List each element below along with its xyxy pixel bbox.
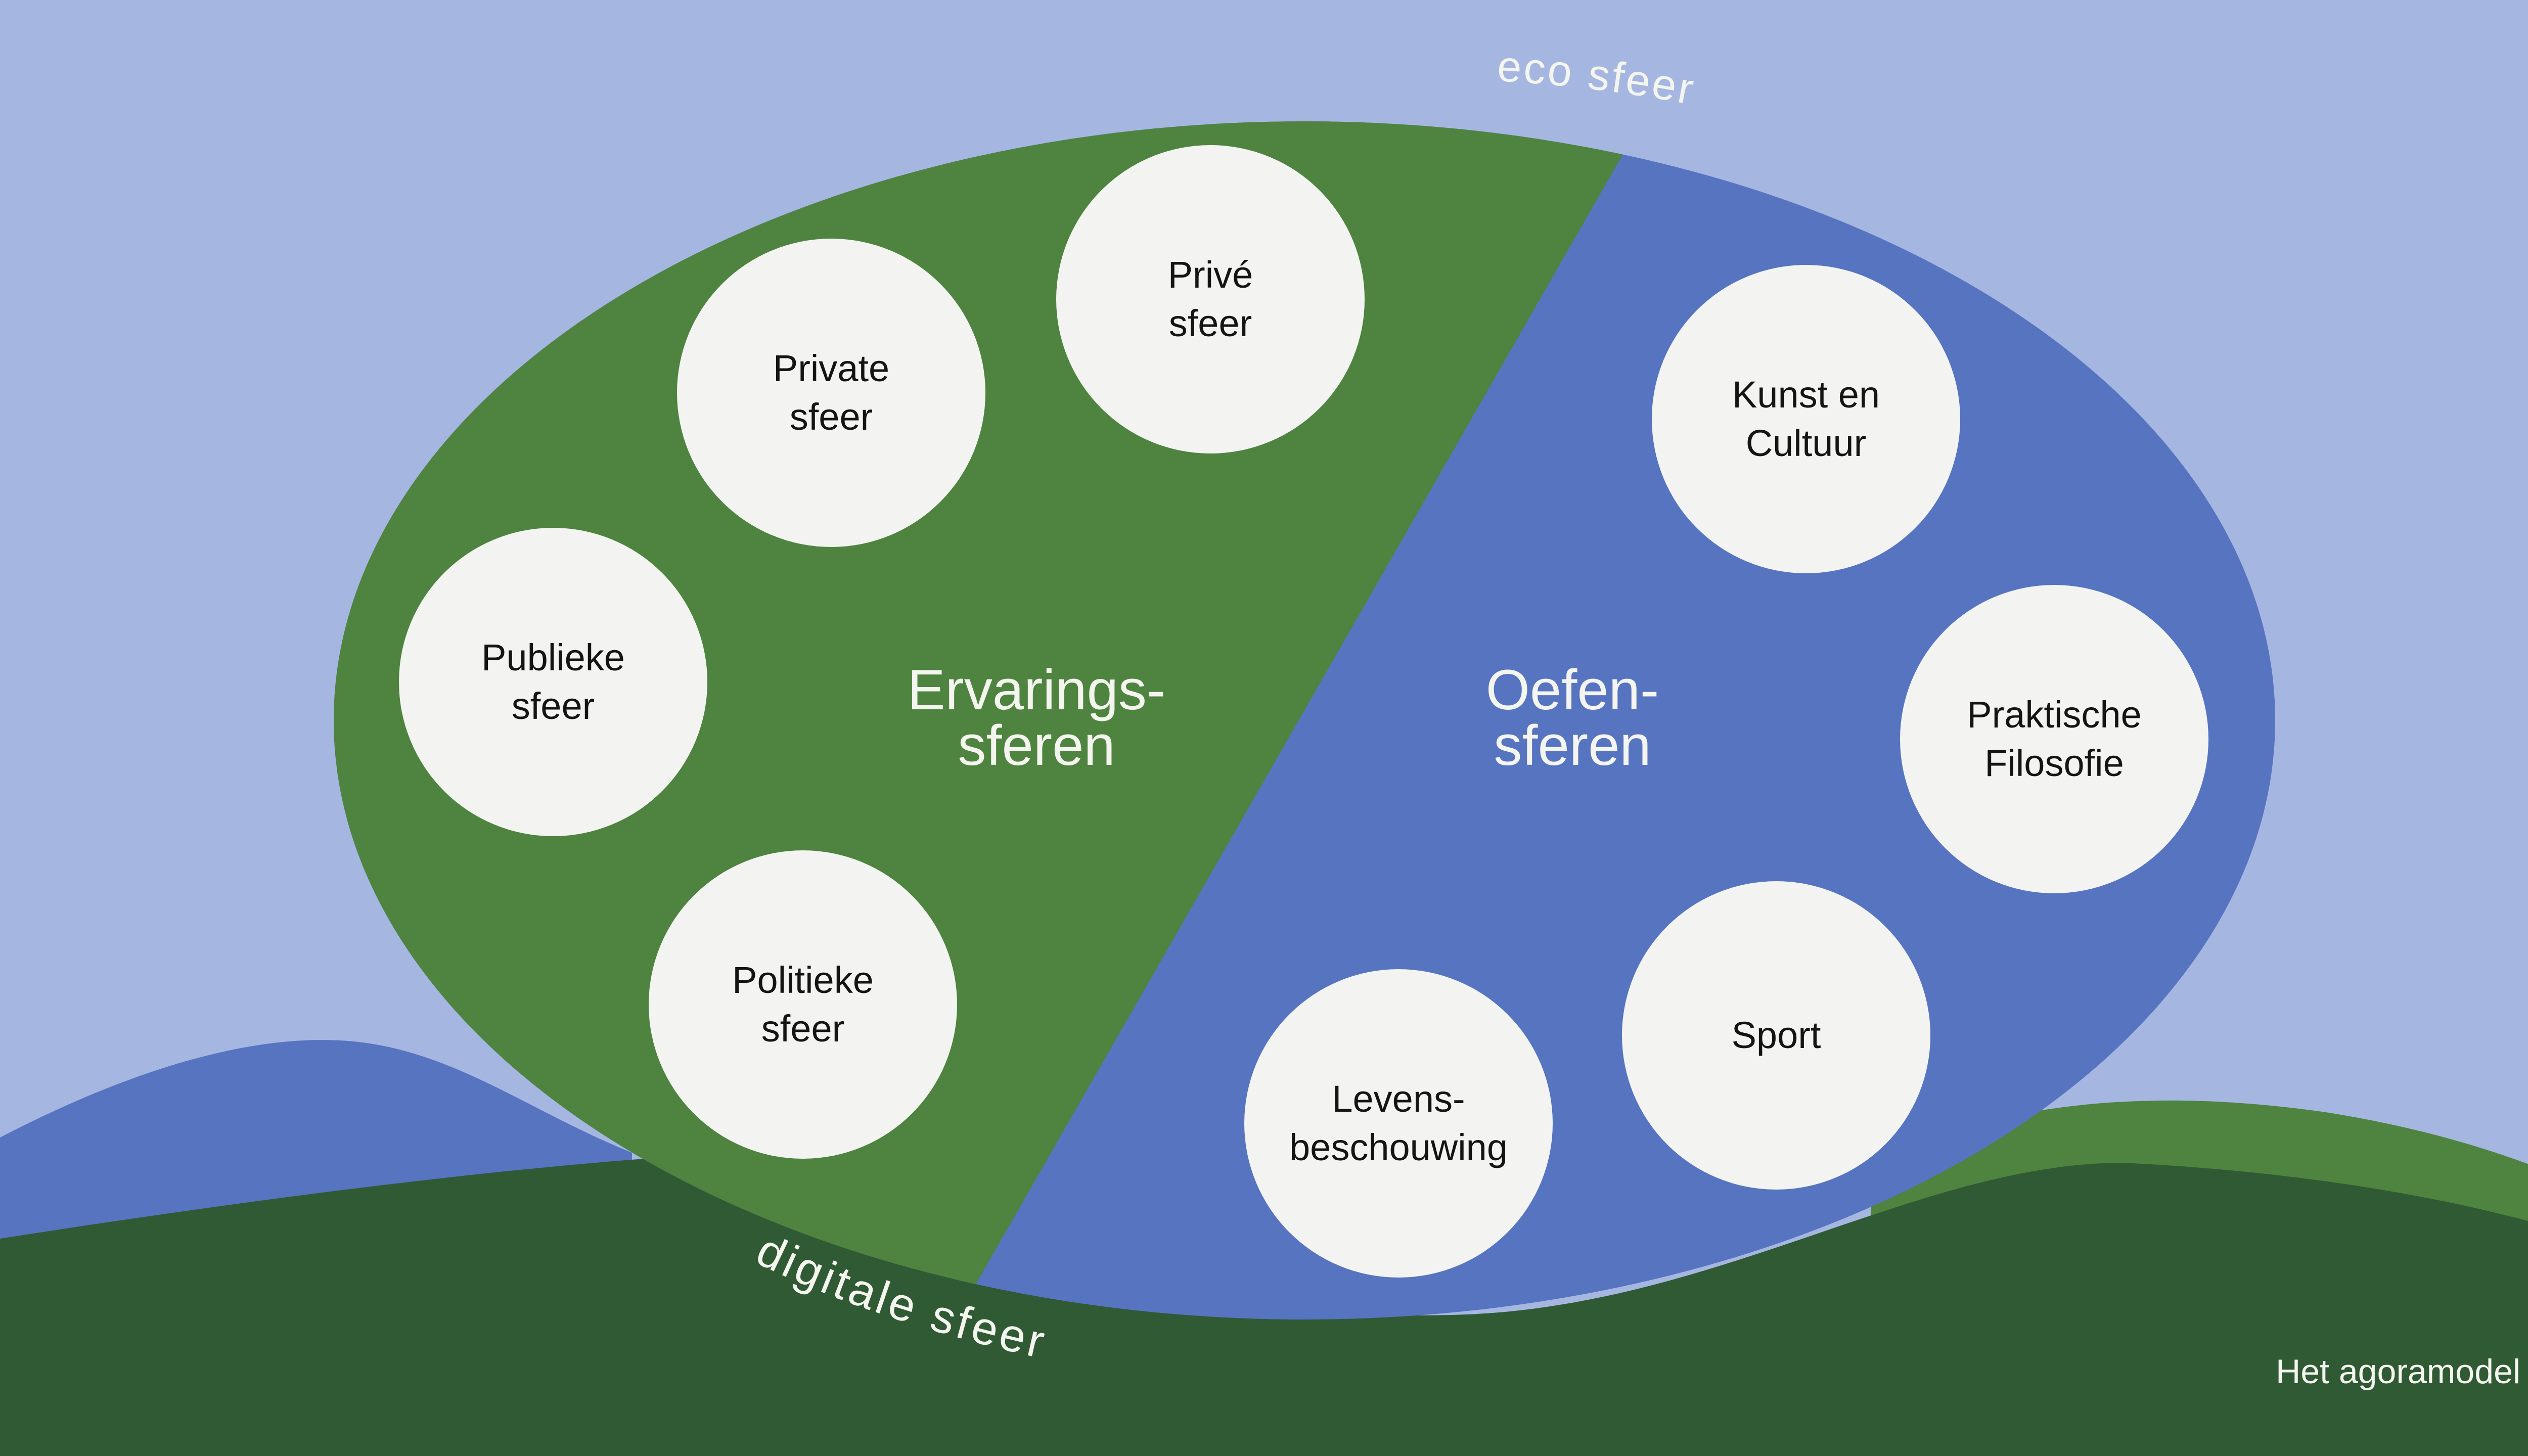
circle-label-line1: Private — [773, 347, 890, 389]
ervaringssferen-title: Ervarings- sferen — [834, 662, 1239, 774]
circle-label-line1: Kunst en — [1732, 374, 1880, 416]
circle-label-line1: Publieke — [481, 636, 625, 678]
circle-label-line2: sfeer — [789, 396, 873, 438]
circle-label-line1: Levens- — [1332, 1078, 1465, 1120]
circle-label-line2: Cultuur — [1745, 422, 1867, 464]
circle-kunst-en-cultuur: Kunst en Cultuur — [1652, 265, 1960, 573]
circle-label-line2: sfeer — [1168, 302, 1252, 344]
title-line1: Oefen- — [1485, 658, 1659, 721]
circle-label-line1: Sport — [1731, 1014, 1821, 1056]
circle-label-line2: sfeer — [511, 685, 595, 727]
circle-praktische-filosofie: Praktische Filosofie — [1900, 585, 2208, 893]
title-line1: Ervarings- — [907, 658, 1166, 721]
circle-publieke-sfeer: Publieke sfeer — [399, 528, 707, 836]
dark-green-ground — [0, 1158, 2528, 1456]
circle-levensbeschouwing: Levens- beschouwing — [1244, 969, 1553, 1278]
circle-label-line1: Politieke — [732, 959, 874, 1001]
circle-label-line2: sfeer — [761, 1008, 845, 1050]
oefensferen-title: Oefen- sferen — [1370, 662, 1775, 774]
circle-label-line1: Privé — [1167, 254, 1253, 296]
circle-label-line2: beschouwing — [1289, 1126, 1508, 1168]
circle-label-line2: Filosofie — [1984, 742, 2124, 784]
circle-politieke-sfeer: Politieke sfeer — [649, 850, 957, 1159]
footer-caption: Het agoramodel — [2276, 1352, 2520, 1391]
circle-label-line1: Praktische — [1967, 694, 2142, 736]
circle-private-sfeer: Private sfeer — [677, 239, 985, 547]
circle-sport: Sport — [1622, 881, 1930, 1190]
title-line2: sferen — [1494, 714, 1651, 777]
title-line2: sferen — [958, 714, 1115, 777]
circle-prive-sfeer: Privé sfeer — [1056, 145, 1365, 453]
